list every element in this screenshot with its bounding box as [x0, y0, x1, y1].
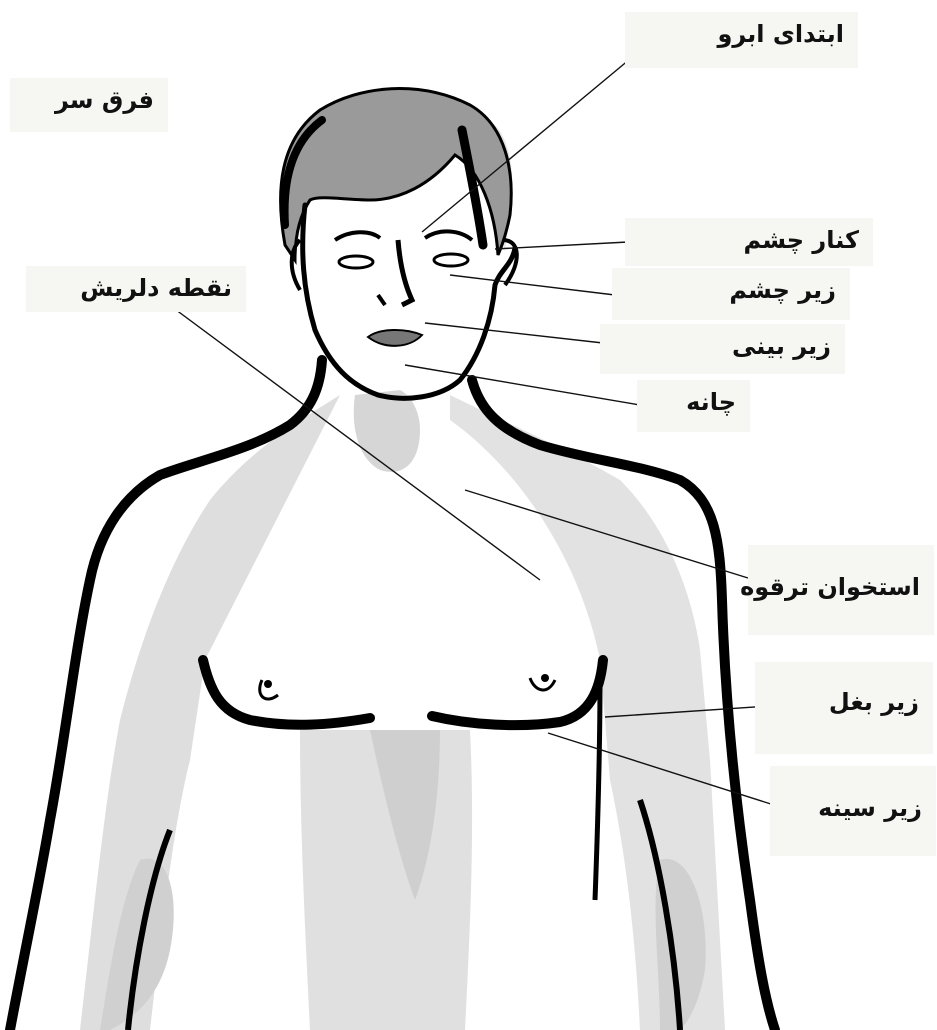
label-collarbone: استخوان ترقوه — [748, 545, 934, 635]
hair — [281, 89, 512, 260]
facial-features — [335, 231, 472, 345]
label-under-eye: زیر چشم — [612, 268, 850, 320]
label-eye-corner: کنار چشم — [625, 218, 873, 266]
label-under-nose: زیر بینی — [600, 324, 845, 374]
label-top-of-head: فرق سر — [10, 78, 168, 132]
label-eyebrow-start: ابتدای ابرو — [625, 12, 858, 68]
label-heart-point: نقطه دلریش — [26, 266, 246, 312]
label-under-breast: زیر سینه — [770, 766, 936, 856]
label-under-arm: زیر بغل — [755, 662, 933, 754]
label-chin: چانه — [637, 380, 750, 432]
